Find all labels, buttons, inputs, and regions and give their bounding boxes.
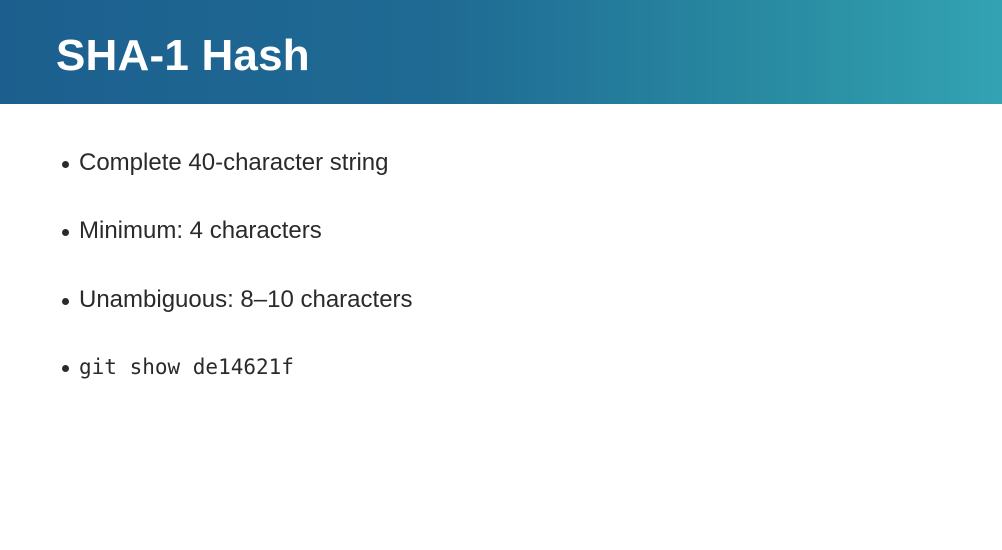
bullet-text: Unambiguous: 8–10 characters	[79, 286, 413, 313]
slide-title: SHA-1 Hash	[56, 31, 310, 80]
bullet-dot-icon	[62, 297, 69, 305]
bullet-item: git show de14621f	[62, 352, 294, 382]
bullet-text: Complete 40-character string	[79, 149, 389, 176]
bullet-code-command: git show de14621f	[79, 355, 294, 379]
slide-header-banner: SHA-1 Hash	[0, 0, 1002, 104]
bullet-item: Minimum: 4 characters	[62, 216, 322, 246]
bullet-item: Unambiguous: 8–10 characters	[62, 285, 413, 315]
bullet-dot-icon	[62, 364, 69, 372]
bullet-item: Complete 40-character string	[62, 148, 388, 178]
bullet-text: Minimum: 4 characters	[79, 217, 322, 244]
bullet-dot-icon	[62, 228, 69, 236]
bullet-dot-icon	[62, 160, 69, 168]
